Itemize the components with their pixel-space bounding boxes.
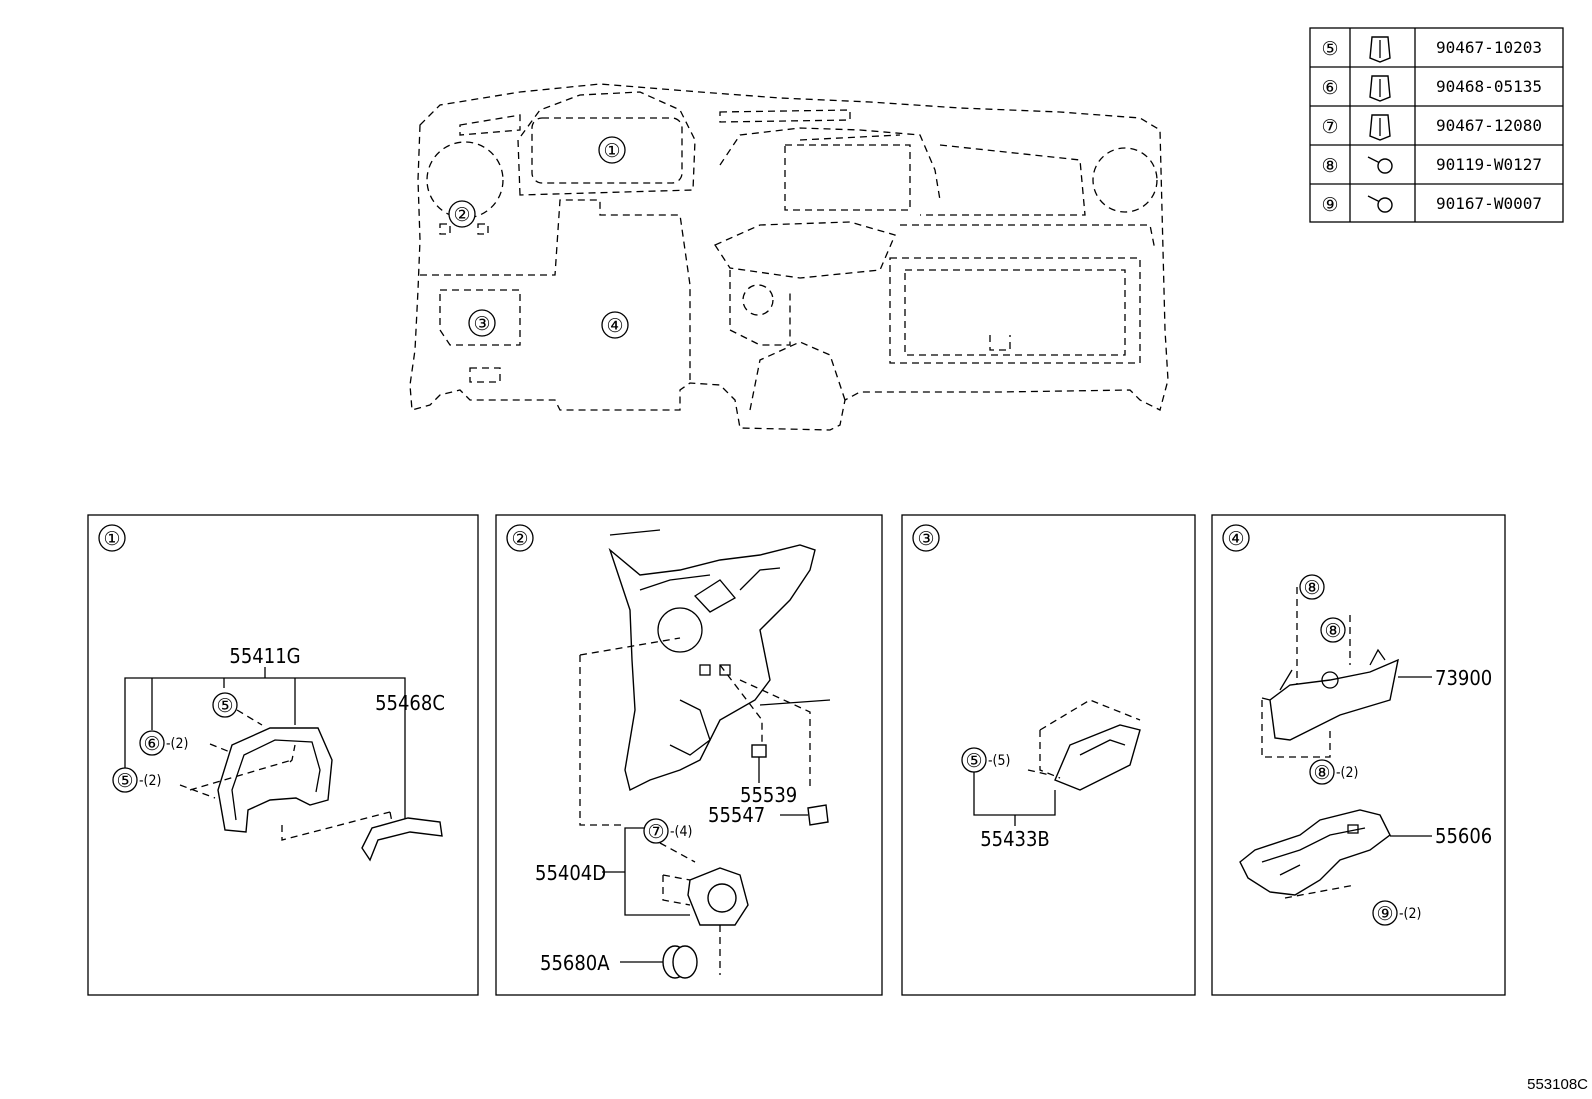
clip-icon [1369,114,1391,141]
clip-callout-5: ⑤ [216,695,233,717]
fastener-part-no: 90167-W0007 [1436,194,1542,213]
panel-3-id: ③ [917,528,934,550]
fastener-part-no: 90468-05135 [1436,77,1542,96]
fastener-ref-9: ⑨ [1321,194,1338,216]
fastener-part-no: 90467-10203 [1436,38,1542,57]
part-label-55404d: 55404D [535,861,606,885]
fastener-part-no: 90119-W0127 [1436,155,1542,174]
instrument-panel-overview [409,83,1169,431]
screw-icon [1367,195,1393,213]
detail-panel-3: ③ ⑤ -(5) 55433B [901,514,1196,996]
fastener-part-no: 90467-12080 [1436,116,1542,135]
overview-callouts: ① ② ③ ④ [448,136,629,339]
clip-callout-6: ⑥ [143,733,160,755]
clip-callout-5b: ⑤ [116,770,133,792]
overview-callout-2: ② [453,204,470,226]
fastener-ref-6: ⑥ [1321,77,1338,99]
panel-2-id: ② [511,528,528,550]
clip-callout-7: ⑦ [647,821,664,843]
diagram-code: 553108C [1527,1076,1588,1093]
qty-label: -(2) [1336,765,1358,781]
qty-label: -(4) [670,824,692,840]
qty-label: -(5) [988,753,1010,769]
screw-icon [1367,156,1393,174]
fastener-ref-8: ⑧ [1321,155,1338,177]
part-label-55680a: 55680A [540,951,610,975]
qty-label: -(2) [1399,906,1421,922]
overview-callout-1: ① [603,140,620,162]
clip-icon [1369,75,1391,102]
panel-1-id: ① [103,528,120,550]
screw-callout-8a: ⑧ [1303,577,1320,599]
clip-callout-5: ⑤ [965,750,982,772]
qty-label: -(2) [166,736,188,752]
detail-panel-2: ② 55539 55547 ⑦ -(4) 55404D [495,514,883,996]
overview-callout-3: ③ [473,313,490,335]
part-label-73900: 73900 [1435,666,1492,690]
fastener-table: ⑤ 90467-10203 ⑥ 90468-05135 ⑦ 90467-1208… [1309,27,1564,223]
part-label-55411g: 55411G [229,644,300,668]
part-label-55433b: 55433B [980,827,1050,851]
detail-panel-4: ④ ⑧ ⑧ 73900 ⑧ -(2) 55606 ⑨ -(2) [1211,514,1506,996]
panel-4-id: ④ [1227,528,1244,550]
detail-panel-1: ① 55411G 55468C ⑤ ⑥ -(2) ⑤ -(2) [87,514,479,996]
screw-callout-8b: ⑧ [1324,620,1341,642]
screw-callout-9: ⑨ [1376,903,1393,925]
fastener-ref-7: ⑦ [1321,116,1338,138]
part-label-55539: 55539 [740,783,797,807]
part-label-55547: 55547 [708,803,765,827]
qty-label: -(2) [139,773,161,789]
clip-icon [1369,36,1391,63]
fastener-ref-5: ⑤ [1321,38,1338,60]
overview-callout-4: ④ [606,315,623,337]
screw-callout-8c: ⑧ [1313,762,1330,784]
part-label-55606: 55606 [1435,824,1492,848]
part-label-55468c: 55468C [375,691,445,715]
